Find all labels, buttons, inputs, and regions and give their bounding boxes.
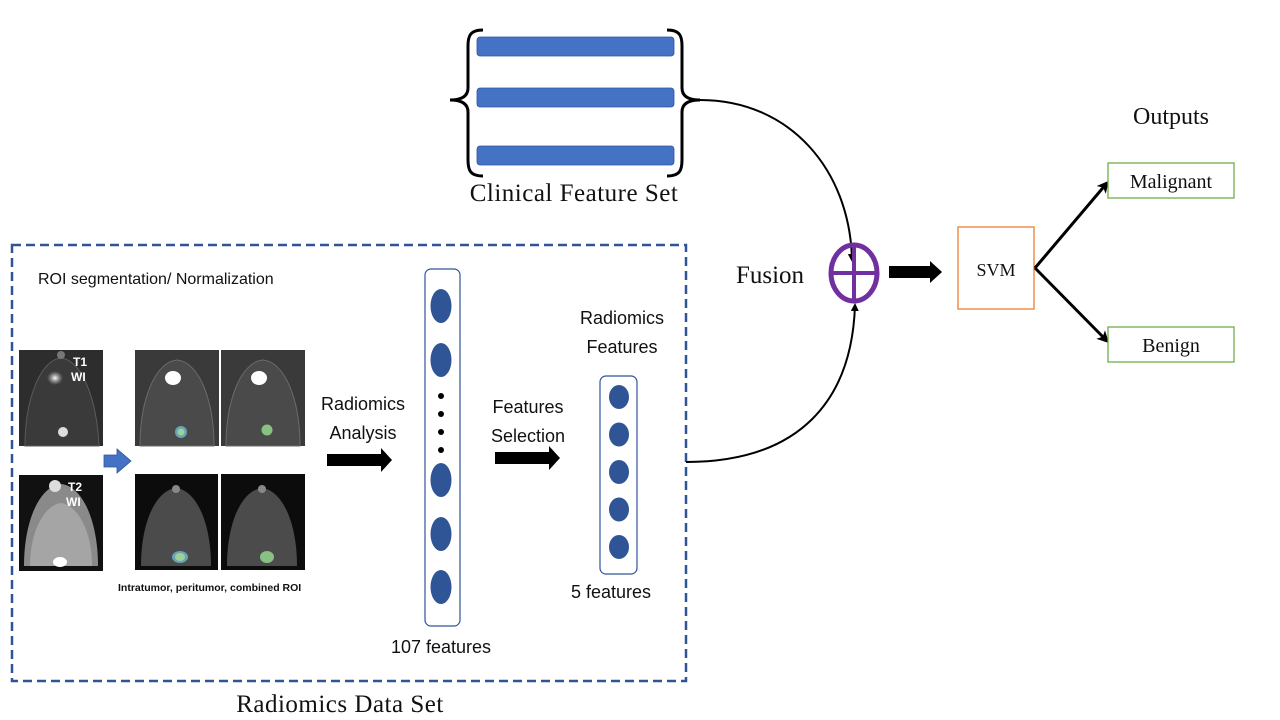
- clinical-feature-set: Clinical Feature Set: [449, 28, 701, 207]
- t1-segmented-image-peritumor: [221, 350, 305, 447]
- selected-feature-node: [609, 497, 629, 522]
- selected-features-count: 5 features: [571, 582, 651, 602]
- ellipsis-dot: [438, 447, 444, 453]
- features-selection-arrow-icon: [495, 446, 560, 470]
- all-features-count: 107 features: [391, 637, 491, 657]
- t2-label-line1: T2: [68, 480, 82, 494]
- feature-node: [430, 343, 452, 377]
- ellipsis-dot: [438, 411, 444, 417]
- feature-node: [430, 463, 452, 497]
- segmentation-arrow-icon: [103, 448, 132, 474]
- ellipsis-dot: [438, 393, 444, 399]
- selected-feature-node: [609, 460, 629, 484]
- svm-label: SVM: [976, 260, 1015, 280]
- clinical-feature-bar: [476, 36, 675, 57]
- output-malignant-box: [1107, 162, 1235, 199]
- t2-mri-image: T2 WI: [19, 475, 103, 571]
- left-brace-icon: [449, 28, 484, 178]
- radiomics-panel-border: [10, 243, 688, 683]
- feature-node: [430, 517, 452, 551]
- output-benign-label: Benign: [1142, 335, 1200, 357]
- fusion-plus-icon: [828, 242, 880, 304]
- radiomics-features-title-line1: Radiomics: [580, 308, 664, 328]
- t1-label-line2: WI: [71, 370, 86, 384]
- selected-feature-node: [609, 535, 629, 559]
- fusion-label: Fusion: [736, 262, 805, 289]
- clinical-feature-set-title: Clinical Feature Set: [470, 180, 679, 207]
- radiomics-analysis-label-line2: Analysis: [329, 423, 396, 443]
- svm-to-benign-arrow: [1033, 266, 1110, 344]
- t1-label-line1: T1: [73, 355, 87, 369]
- clinical-feature-bar: [476, 87, 675, 108]
- radiomics-features-title-line2: Features: [586, 337, 657, 357]
- radiomics-analysis-arrow-icon: [327, 448, 392, 472]
- t1-segmented-image-intratumor: [135, 350, 219, 447]
- feature-node: [430, 570, 452, 604]
- roi-segmentation-label: ROI segmentation/ Normalization: [38, 271, 274, 288]
- t2-label-line2: WI: [66, 495, 81, 509]
- clinical-feature-bar: [476, 145, 675, 166]
- output-malignant-label: Malignant: [1130, 171, 1213, 193]
- radiomics-analysis-label-line1: Radiomics: [321, 394, 405, 414]
- features-selection-label-line2: Selection: [491, 426, 565, 446]
- t1-mri-image: T1 WI: [19, 350, 103, 447]
- radiomics-data-set-title: Radiomics Data Set: [236, 691, 444, 718]
- radiomics-data-set-panel: ROI segmentation/ Normalization T1 WI T2…: [10, 243, 688, 718]
- features-selection-label-line1: Features: [492, 397, 563, 417]
- t2-segmented-image-intratumor: [135, 474, 218, 570]
- feature-node: [430, 289, 452, 323]
- radiomics-to-fusion-connector: [685, 303, 859, 463]
- t2-segmented-image-peritumor: [221, 474, 305, 570]
- ellipsis-dot: [438, 429, 444, 435]
- selected-feature-node: [609, 422, 629, 447]
- fusion-to-svm-arrow-icon: [889, 261, 942, 283]
- clinical-to-fusion-connector: [699, 99, 856, 262]
- outputs-title: Outputs: [1133, 104, 1209, 130]
- svm-classifier-box: [957, 226, 1035, 310]
- svm-to-malignant-arrow: [1033, 180, 1109, 269]
- selected-feature-node: [609, 385, 629, 409]
- output-benign-box: [1107, 326, 1235, 363]
- roi-caption: Intratumor, peritumor, combined ROI: [118, 582, 301, 594]
